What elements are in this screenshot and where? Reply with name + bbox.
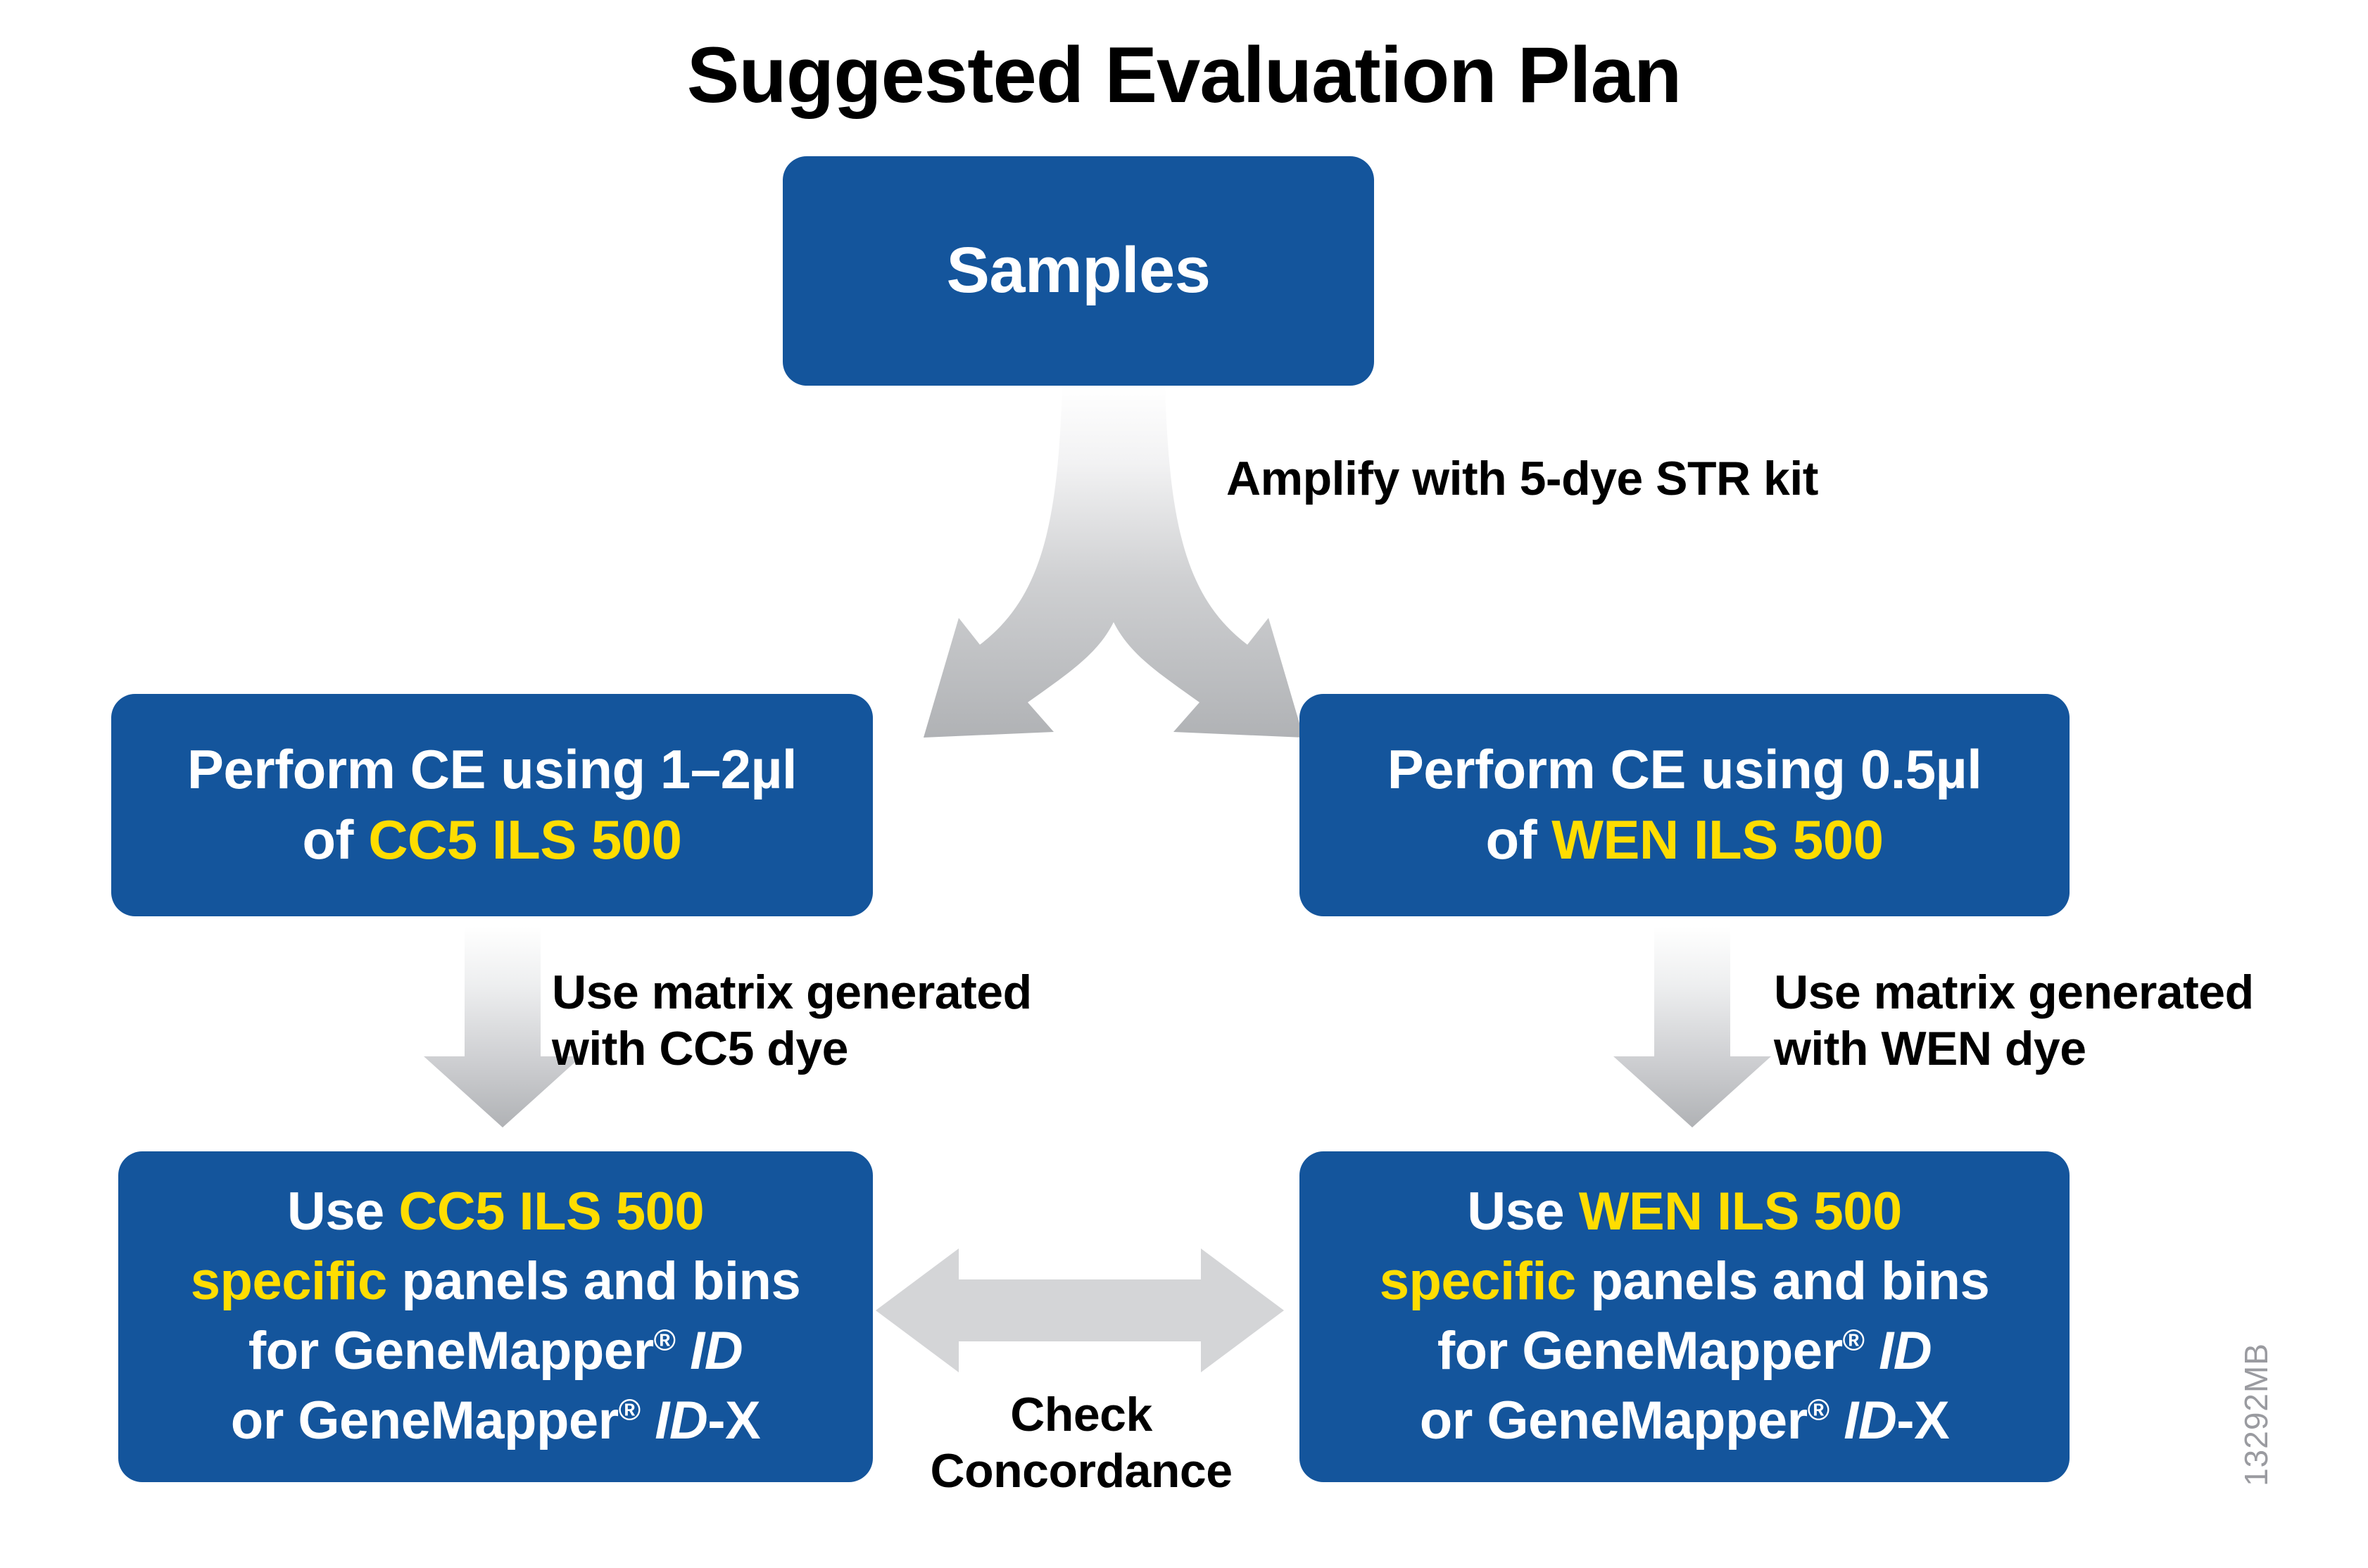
panel-left-l1-highlight: CC5 ILS 500 bbox=[398, 1182, 705, 1242]
panel-right-l1-prefix: Use bbox=[1467, 1182, 1579, 1242]
panel-right-l2-highlight: specific bbox=[1379, 1251, 1577, 1312]
page-title: Suggested Evaluation Plan bbox=[686, 31, 1682, 119]
panel-right-l4-registered: ® bbox=[1807, 1393, 1829, 1427]
connector-label-matrix-right: Use matrix generated with WEN dye bbox=[1774, 964, 2254, 1077]
ce-right-line1: Perform CE using 0.5µl bbox=[1387, 738, 1982, 801]
panel-left-l2-highlight: specific bbox=[190, 1251, 388, 1312]
ce-left-line1: Perform CE using 1–2µl bbox=[187, 738, 798, 801]
panel-left-l4-registered: ® bbox=[618, 1393, 641, 1427]
node-panel-left[interactable]: Use CC5 ILS 500 specific panels and bins… bbox=[118, 1151, 873, 1482]
node-panel-right-label: Use WEN ILS 500 specific panels and bins… bbox=[1299, 1177, 2070, 1455]
ce-right-highlight: WEN ILS 500 bbox=[1551, 809, 1884, 871]
side-code-label: 13292MB bbox=[2238, 1343, 2274, 1486]
panel-right-l3-italic: ID bbox=[1879, 1321, 1932, 1381]
panel-left-l3-italic: ID bbox=[690, 1321, 743, 1381]
panel-right-l1-highlight: WEN ILS 500 bbox=[1578, 1182, 1903, 1242]
connector-label-concordance: Check Concordance bbox=[880, 1386, 1283, 1499]
fork-arrow-icon bbox=[924, 386, 1304, 738]
matrix-left-line1: Use matrix generated bbox=[552, 966, 1032, 1019]
node-samples[interactable]: Samples bbox=[783, 156, 1374, 386]
panel-left-l3-registered: ® bbox=[653, 1323, 676, 1358]
panel-left-l2-rest: panels and bins bbox=[386, 1251, 801, 1312]
ce-left-prefix: of bbox=[302, 809, 369, 871]
double-headed-arrow-icon bbox=[876, 1248, 1284, 1372]
matrix-right-line2: with WEN dye bbox=[1774, 1022, 2086, 1076]
ce-left-highlight: CC5 ILS 500 bbox=[368, 809, 682, 871]
matrix-right-line1: Use matrix generated bbox=[1774, 966, 2254, 1019]
connector-label-amplify: Amplify with 5-dye STR kit bbox=[1226, 452, 1818, 505]
node-panel-left-label: Use CC5 ILS 500 specific panels and bins… bbox=[118, 1177, 873, 1455]
panel-left-l1-prefix: Use bbox=[286, 1182, 399, 1242]
node-samples-label: Samples bbox=[946, 234, 1211, 307]
panel-right-l4-prefix: or GeneMapper bbox=[1419, 1390, 1808, 1450]
panel-left-l4-prefix: or GeneMapper bbox=[230, 1390, 619, 1450]
panel-right-l3-prefix: for GeneMapper bbox=[1437, 1321, 1843, 1381]
node-panel-right[interactable]: Use WEN ILS 500 specific panels and bins… bbox=[1299, 1151, 2070, 1482]
concordance-line1: Check bbox=[1010, 1388, 1152, 1441]
node-ce-right[interactable]: Perform CE using 0.5µl of WEN ILS 500 bbox=[1299, 694, 2070, 916]
matrix-left-line2: with CC5 dye bbox=[552, 1022, 848, 1076]
down-arrow-left-icon bbox=[424, 926, 581, 1127]
connector-label-matrix-left: Use matrix generated with CC5 dye bbox=[552, 964, 1032, 1077]
ce-right-prefix: of bbox=[1485, 809, 1552, 871]
panel-left-l4-suffix: -X bbox=[707, 1390, 761, 1450]
down-arrow-right-icon bbox=[1613, 926, 1771, 1127]
panel-right-l3-registered: ® bbox=[1842, 1323, 1865, 1358]
panel-left-l4-italic: ID bbox=[655, 1390, 708, 1450]
panel-right-l4-suffix: -X bbox=[1896, 1390, 1950, 1450]
panel-left-l3-prefix: for GeneMapper bbox=[248, 1321, 654, 1381]
node-ce-right-label: Perform CE using 0.5µl of WEN ILS 500 bbox=[1299, 735, 2070, 875]
concordance-line2: Concordance bbox=[930, 1444, 1233, 1498]
node-ce-left[interactable]: Perform CE using 1–2µl of CC5 ILS 500 bbox=[111, 694, 873, 916]
panel-right-l4-italic: ID bbox=[1844, 1390, 1897, 1450]
node-ce-left-label: Perform CE using 1–2µl of CC5 ILS 500 bbox=[111, 735, 873, 875]
panel-right-l2-rest: panels and bins bbox=[1575, 1251, 1990, 1312]
